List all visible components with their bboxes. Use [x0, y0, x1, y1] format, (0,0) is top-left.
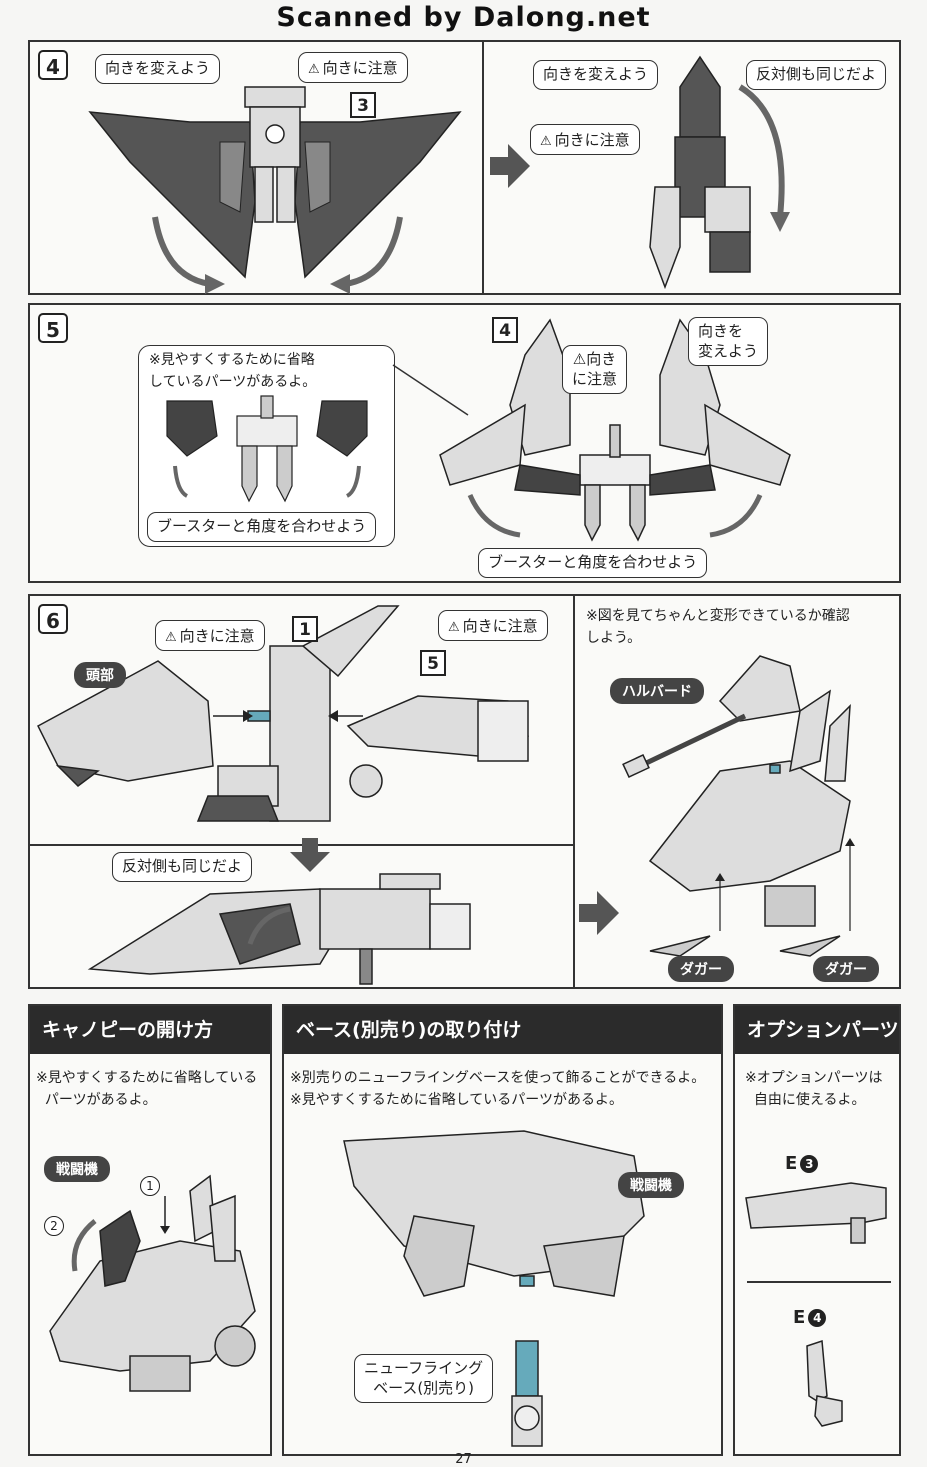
step4-panel: 4 向きを変えよう ⚠向きに注意 3 — [28, 40, 901, 295]
divider — [30, 844, 573, 846]
callout-turn: 向きを変えよう — [95, 54, 221, 84]
divider — [573, 596, 575, 987]
warning-icon: ⚠ — [448, 620, 460, 635]
part-number: 3 — [350, 92, 376, 118]
fighter-on-base-illustration — [343, 1130, 645, 1447]
warning-icon: ⚠ — [308, 62, 320, 77]
option-parts-note: ※オプションパーツは 自由に使えるよ。 — [745, 1070, 883, 1108]
warning-icon: ⚠ — [572, 350, 587, 368]
divider — [482, 42, 484, 293]
step-marker: 1 — [140, 1176, 160, 1196]
warning-icon: ⚠ — [540, 134, 552, 149]
omitted-parts-note: ※見やすくするために省略している パーツがあるよ。 — [36, 1070, 258, 1108]
detail-inset: ※見やすくするために省略 しているパーツがあるよ。 ブースターと角度を合わせよう — [138, 345, 395, 547]
step5-panel: 5 ※見やすくするために省略 しているパーツがあるよ。 ブースターと角度を合わせ… — [28, 303, 901, 583]
wing-rotate-illustration — [649, 55, 790, 290]
fighter-side-illustration — [87, 873, 471, 985]
label-fighter: 戦闘機 — [618, 1172, 684, 1198]
divider — [747, 1281, 891, 1283]
warning-orientation: ⚠向きに注意 — [298, 52, 408, 83]
next-arrow-icon — [579, 891, 619, 935]
page-number: 27 — [455, 1452, 472, 1467]
fighter-weapons-illustration — [622, 655, 855, 957]
option-part-e3-illustration — [745, 1182, 887, 1244]
step-number: 5 — [38, 313, 68, 343]
fighter-assembly-illustration — [37, 605, 530, 822]
step-number: 6 — [38, 604, 68, 634]
base-panel: ベース(別売り)の取り付け ※別売りのニューフライングベースを使って飾ることがで… — [282, 1004, 723, 1456]
transform-check-note: ※図を見てちゃんと変形できているか確認 しよう。 — [586, 608, 850, 646]
step-marker: 2 — [44, 1216, 64, 1236]
callout-turn: 向きを変えよう — [533, 60, 659, 90]
wing-booster-illustration — [439, 318, 791, 542]
section-title: ベース(別売り)の取り付け — [284, 1006, 721, 1054]
booster-detail-illustration — [166, 395, 368, 503]
callout-flying-base: ニューフライングベース(別売り) — [354, 1354, 494, 1403]
section-title: キャノピーの開け方 — [30, 1006, 270, 1054]
label-fighter: 戦闘機 — [44, 1156, 110, 1182]
watermark: Scanned by Dalong.net — [276, 2, 651, 33]
section-title: オプションパーツ — [735, 1006, 899, 1054]
part-number: 1 — [292, 616, 318, 642]
warning-orientation: ⚠向きに注意 — [562, 345, 628, 394]
label-dagger: ダガー — [813, 956, 879, 982]
callout-same-side: 反対側も同じだよ — [112, 852, 253, 882]
option-part-e4-illustration — [806, 1339, 843, 1427]
warning-orientation: ⚠向きに注意 — [530, 124, 640, 155]
callout-align-booster: ブースターと角度を合わせよう — [147, 512, 377, 542]
callout-same-side: 反対側も同じだよ — [746, 60, 887, 90]
part-number: 4 — [492, 317, 518, 343]
label-dagger: ダガー — [668, 956, 734, 982]
step-number: 4 — [38, 50, 68, 80]
callout-align-booster: ブースターと角度を合わせよう — [478, 548, 708, 578]
step6-panel: 6 ⚠向きに注意 1 ⚠向きに注意 5 頭部 — [28, 594, 901, 989]
canopy-open-illustration — [49, 1174, 256, 1392]
warning-orientation: ⚠向きに注意 — [438, 610, 548, 641]
omitted-parts-note: ※見やすくするために省略 しているパーツがあるよ。 — [149, 352, 317, 390]
warning-icon: ⚠ — [165, 630, 177, 645]
wing-assembly-illustration — [88, 86, 462, 294]
base-usage-note: ※別売りのニューフライングベースを使って飾ることができるよ。 ※見やすくするため… — [290, 1070, 706, 1108]
canopy-panel: キャノピーの開け方 ※見やすくするために省略している パーツがあるよ。 戦闘機 … — [28, 1004, 272, 1456]
down-arrow-icon — [290, 838, 330, 872]
warning-orientation: ⚠向きに注意 — [155, 620, 265, 651]
label-halberd: ハルバード — [610, 678, 704, 704]
callout-turn: 向きを変えよう — [688, 317, 769, 366]
inset-pointer — [392, 364, 469, 416]
next-arrow-icon — [490, 144, 530, 188]
part-number: 5 — [420, 650, 446, 676]
label-head: 頭部 — [74, 662, 126, 688]
